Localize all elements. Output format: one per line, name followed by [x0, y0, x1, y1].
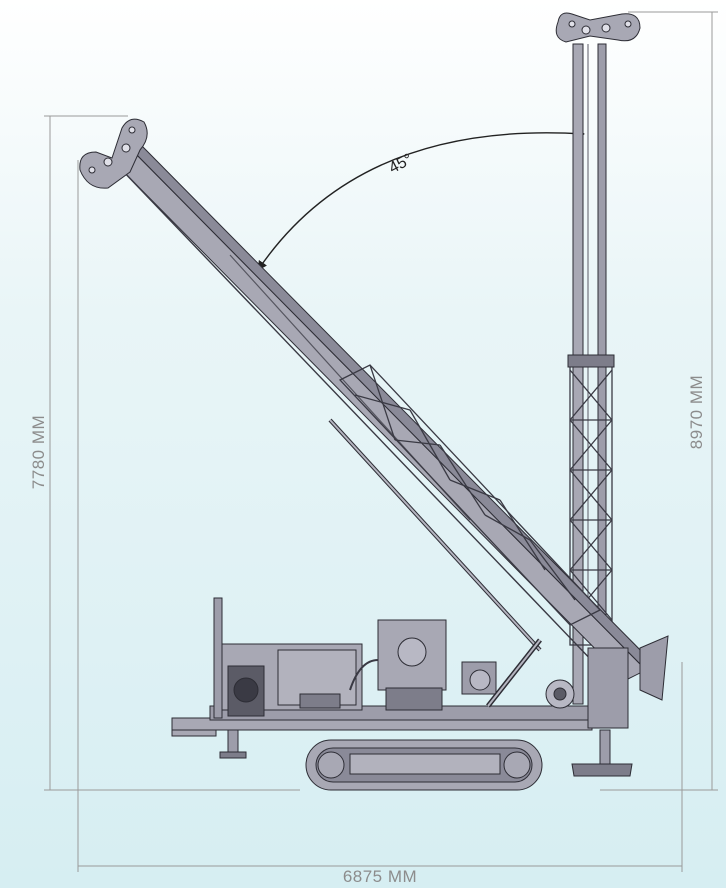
- angle-arc: [257, 128, 585, 271]
- right-height-label: 8970 MM: [687, 375, 706, 449]
- bottom-width-label: 6875 MM: [343, 867, 417, 886]
- vertical-crown-block: [555, 12, 641, 43]
- angle-label: 45°: [386, 151, 415, 177]
- left-height-label: 7780 MM: [29, 415, 48, 489]
- dimension-lines: [44, 11, 718, 872]
- inclined-crown-block: [79, 118, 148, 189]
- vertical-mast: [555, 12, 641, 705]
- carrier-base: [171, 597, 669, 791]
- inclined-mast: [79, 118, 657, 691]
